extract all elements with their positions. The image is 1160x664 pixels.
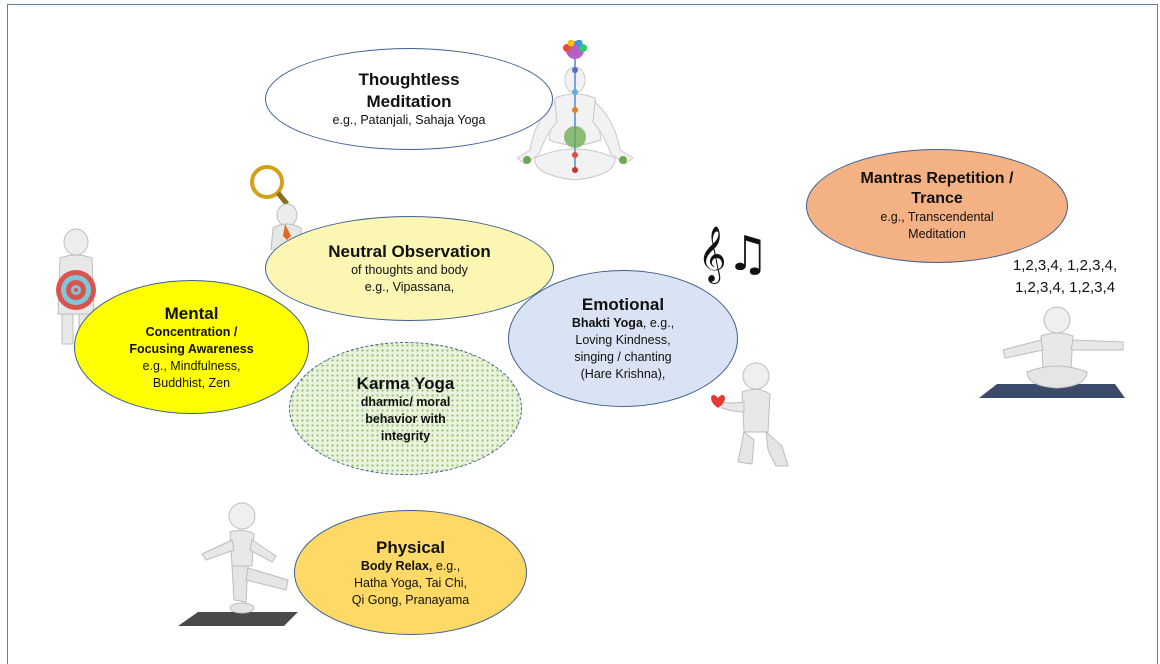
node-title: Neutral Observation [328,242,491,261]
node-mental: Mental Concentration / Focusing Awarenes… [74,280,309,414]
node-title: Karma Yoga [356,373,455,393]
node-title: Physical [376,537,445,557]
node-description: of thoughts and body [351,263,468,278]
node-description: behavior with [365,411,446,426]
node-description: dharmic/ moral [360,394,451,409]
counting-line: 1,2,3,4, 1,2,3,4, [1012,257,1118,274]
node-title: Emotional [581,295,665,315]
node-karma-yoga: Karma Yoga dharmic/ moral behavior with … [289,342,522,475]
node-example: e.g., Mindfulness, [142,358,241,373]
node-subtitle-line: Body Relax, e.g., [361,558,460,575]
node-example: Buddhist, Zen [152,375,231,390]
node-example: e.g., Transcendental [880,210,994,225]
node-title: Thoughtless Meditation [358,70,460,111]
node-subtitle-suffix: , e.g., [642,316,675,331]
node-example: (Hare Krishna), [580,367,666,381]
mantra-counting-text: 1,2,3,4, 1,2,3,4, 1,2,3,4, 1,2,3,4 [1000,255,1130,299]
diagram-frame [7,4,1158,664]
seated-figure-arms-out-icon [979,306,1125,398]
music-notes-icon: 𝄞♫ [698,226,770,282]
node-example: Loving Kindness, [575,333,671,348]
node-example: Meditation [908,227,966,241]
node-example: e.g., Patanjali, Sahaja Yoga [332,112,486,127]
node-example: e.g., Vipassana, [364,280,455,295]
node-subtitle-suffix: e.g., [432,558,461,573]
node-subtitle: Concentration / [145,324,238,339]
node-subtitle-line: Bhakti Yoga, e.g., [572,315,674,332]
meditating-figure-chakras-icon [516,40,634,181]
node-example: Qi Gong, Pranayama [351,592,470,607]
node-description: integrity [380,428,431,443]
node-example: Hatha Yoga, Tai Chi, [353,575,468,590]
node-physical: Physical Body Relax, e.g., Hatha Yoga, T… [294,510,527,635]
node-subtitle: Body Relax, [360,558,433,573]
node-subtitle: Focusing Awareness [129,341,254,356]
balancing-figure-on-mat-icon [178,502,298,626]
node-example: singing / chanting [574,350,672,365]
node-neutral-observation: Neutral Observation of thoughts and body… [265,216,554,321]
node-thoughtless-meditation: Thoughtless Meditation e.g., Patanjali, … [265,48,553,150]
kneeling-figure-heart-icon [711,362,789,467]
node-emotional: Emotional Bhakti Yoga, e.g., Loving Kind… [508,270,738,407]
node-mantras-repetition: Mantras Repetition / Trance e.g., Transc… [806,149,1068,263]
counting-line: 1,2,3,4, 1,2,3,4 [1014,278,1116,296]
node-subtitle: Bhakti Yoga [571,316,643,331]
node-title: Mental [164,303,219,323]
node-title: Mantras Repetition / Trance [860,170,1014,208]
